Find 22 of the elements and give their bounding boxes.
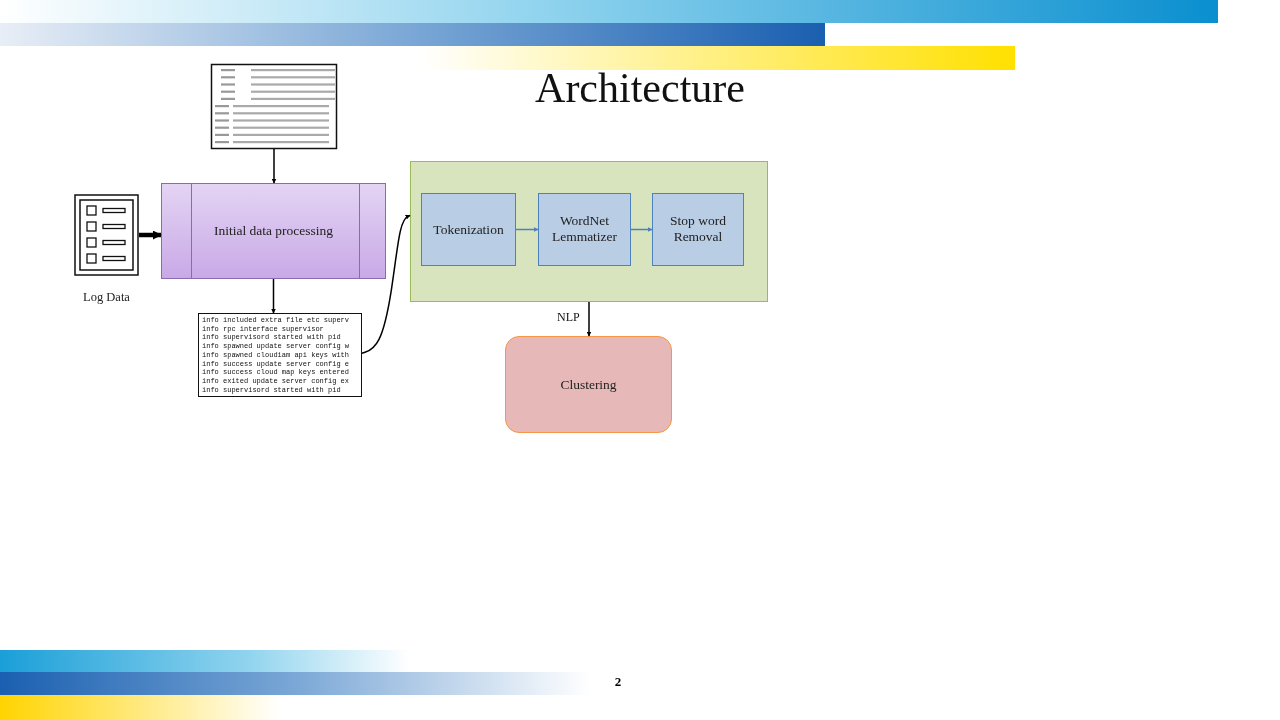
process-box [538, 193, 631, 266]
arrow [361, 214, 411, 355]
arrow [630, 227, 653, 232]
page-number: 2 [613, 674, 623, 690]
node-label: Log Data [82, 290, 131, 305]
arrow [515, 227, 539, 232]
process-box [161, 183, 386, 279]
arrow [139, 230, 162, 240]
node-label: Stop word Removal [669, 212, 727, 247]
group-panel [410, 161, 768, 302]
node-label: Clustering [559, 376, 618, 393]
arrow [586, 301, 592, 337]
node-label: WordNet Lemmatizer [550, 212, 619, 247]
process-box [421, 193, 516, 266]
arrow [271, 148, 277, 184]
node-label: Initial data processing [212, 222, 335, 240]
process-box [505, 336, 672, 433]
node-label: Tokenization [432, 221, 505, 238]
slide-title: Architecture [534, 64, 746, 112]
arrow [271, 278, 276, 314]
process-box [652, 193, 744, 266]
log-snippet [198, 313, 362, 397]
